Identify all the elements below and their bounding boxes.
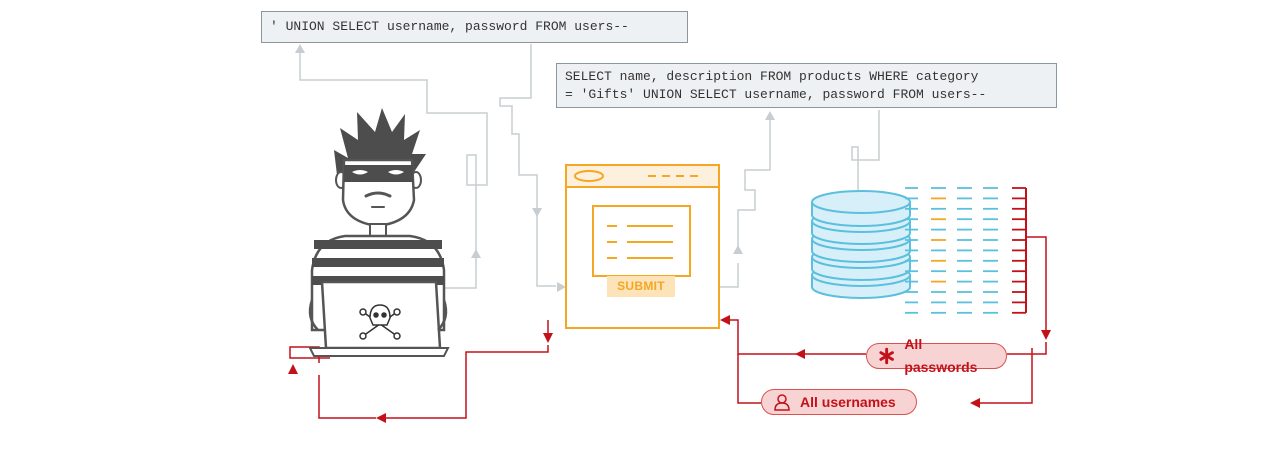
skull-crossbones-icon [359, 304, 401, 340]
submit-button[interactable]: SUBMIT [607, 276, 675, 297]
browser-window [565, 164, 720, 329]
arrow-icon [376, 413, 386, 423]
injection-payload-box: ' UNION SELECT username, password FROM u… [261, 11, 688, 43]
address-bar-icon [574, 170, 604, 182]
query-line-1: SELECT name, description FROM products W… [565, 69, 979, 84]
arrow-icon [970, 398, 980, 408]
hacker-figure [308, 108, 450, 357]
all-usernames-label: All usernames [800, 393, 896, 410]
all-usernames-badge: All usernames [761, 389, 917, 415]
database-icon [811, 190, 911, 299]
arrow-icon [765, 111, 775, 120]
form-fields [607, 225, 673, 259]
arrow-icon [295, 44, 305, 53]
user-icon [774, 394, 790, 411]
arrow-icon [1041, 330, 1051, 340]
arrow-icon [720, 315, 730, 325]
resulting-query-box: SELECT name, description FROM products W… [556, 63, 1057, 108]
all-passwords-badge: All passwords [866, 336, 1007, 375]
asterisk-icon [879, 347, 894, 365]
database-table-rows [905, 187, 1027, 314]
arrow-icon [557, 282, 566, 292]
request-flow-lines [299, 44, 880, 289]
arrow-icon [543, 333, 553, 343]
arrow-icon [733, 245, 743, 254]
response-arrowheads [288, 315, 1051, 423]
query-line-2: = 'Gifts' UNION SELECT username, passwor… [565, 87, 987, 102]
arrow-icon [795, 349, 805, 359]
arrow-icon [471, 249, 481, 258]
arrow-icon [288, 364, 298, 374]
all-passwords-label: All passwords [904, 336, 978, 375]
arrow-icon [532, 208, 542, 217]
